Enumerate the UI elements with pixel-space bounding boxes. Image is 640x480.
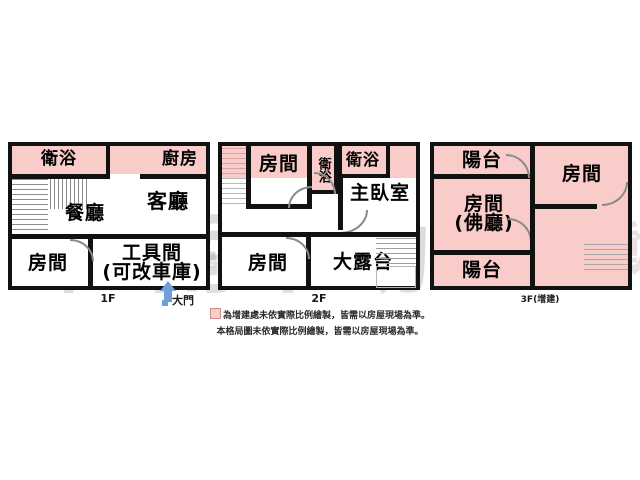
wall-3f-shrine-bottom xyxy=(430,250,530,255)
entrance-label-1f: 大門 xyxy=(172,294,194,307)
room-label-2f-bedroom-bottom: 房間 xyxy=(247,252,288,275)
room-label-2f-master: 主臥室 xyxy=(349,182,410,205)
room-2f-bedroom-top xyxy=(251,146,307,178)
floor-label-1f: 1F xyxy=(100,292,116,305)
stairs-1f-upper xyxy=(50,179,88,209)
floor-label-2f: 2F xyxy=(311,292,327,305)
legend-swatch-icon xyxy=(209,308,221,319)
wall-2f-bedroom-top-right xyxy=(307,142,312,208)
wall-1f-kitchen-bottom xyxy=(140,174,210,179)
stairs-2f-terrace-landing xyxy=(376,266,416,288)
room-label-1f-bathroom: 衛浴 xyxy=(41,149,77,170)
floor-plan-2f: 房間 衛浴 衛浴 主臥室 房間 大露台 xyxy=(218,142,420,290)
wall-2f-middle xyxy=(218,232,420,237)
room-label-1f-dining: 餐廳 xyxy=(64,202,105,225)
wall-3f-bedroom-bottom xyxy=(535,204,597,209)
room-label-3f-bedroom: 房間 xyxy=(561,163,602,186)
wall-2f-bath-small-right xyxy=(334,142,338,192)
floor-label-3f: 3F(增建) xyxy=(520,295,560,305)
wall-2f-bedroom-top-bottom xyxy=(246,204,312,209)
stairs-3f xyxy=(584,244,628,274)
wall-2f-stairs-right xyxy=(246,142,251,208)
wall-3f-balcony-top-bottom xyxy=(430,174,530,179)
room-label-1f-utility-line2: (可改車庫) xyxy=(102,261,202,283)
room-label-3f-shrine-line2: (佛廳) xyxy=(454,212,514,234)
entrance-arrow-icon xyxy=(160,281,176,307)
room-label-3f-shrine-line1: 房間 xyxy=(463,192,504,215)
room-label-1f-bedroom: 房間 xyxy=(27,252,68,275)
floor-plan-1f: 衛浴 廚房 餐廳 客廳 房間 工具間 xyxy=(8,142,210,290)
room-label-2f-terrace: 大露台 xyxy=(332,251,393,274)
room-label-2f-bathroom-main: 衛浴 xyxy=(345,149,380,169)
room-label-1f-utility: 工具間 (可改車庫) xyxy=(96,238,208,288)
wall-3f-center xyxy=(530,142,535,290)
room-label-1f-utility-line1: 工具間 xyxy=(121,241,182,264)
door-2f-master xyxy=(340,210,368,234)
wall-1f-middle xyxy=(8,234,210,239)
legend-line-1: 為增建處未依實際比例繪製，皆需以房屋現場為準。 xyxy=(0,308,640,321)
legend: 為增建處未依實際比例繪製，皆需以房屋現場為準。 本格局圖未依實際比例繪製，皆需以… xyxy=(0,308,640,337)
wall-2f-master-left xyxy=(338,174,343,230)
room-label-3f-shrine: 房間 (佛廳) xyxy=(438,188,530,240)
legend-line-1-text: 為增建處未依實際比例繪製，皆需以房屋現場為準。 xyxy=(222,311,430,321)
stairs-2f-terrace xyxy=(376,238,416,264)
floor-plan-3f: 陽台 房間 (佛廳) 陽台 房間 xyxy=(430,142,632,290)
room-label-3f-balcony-top: 陽台 xyxy=(461,149,502,172)
room-label-2f-bedroom-top: 房間 xyxy=(258,153,299,176)
room-2f-bathroom-main xyxy=(338,142,390,178)
room-1f-bathroom xyxy=(8,142,110,178)
legend-line-2: 本格局圖未依實際比例繪製，皆需以房屋現場為準。 xyxy=(216,327,424,337)
room-label-1f-kitchen: 廚房 xyxy=(162,149,198,170)
room-label-1f-living: 客廳 xyxy=(147,188,189,213)
wall-2f-bedroom-bottom-right xyxy=(306,232,311,290)
wall-1f-bath-bottom xyxy=(8,174,110,179)
stairs-2f xyxy=(222,146,246,208)
door-2f-bedroom-top xyxy=(288,186,312,208)
room-label-3f-balcony-bottom: 陽台 xyxy=(461,259,502,282)
wall-1f-bedroom-right xyxy=(88,234,93,290)
